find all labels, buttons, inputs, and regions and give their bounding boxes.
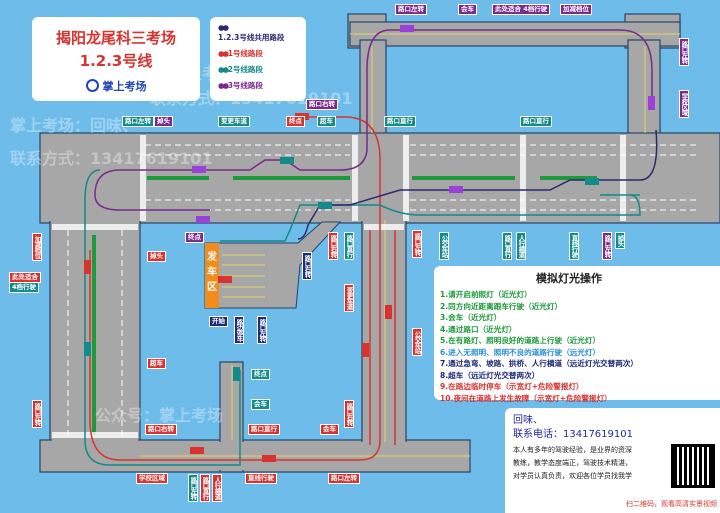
steering-wheel-icon bbox=[85, 79, 99, 92]
light-item: 6.进入无照明、照明不良的道路行驶（远光灯） bbox=[440, 347, 601, 357]
light-item: 8.超车（远近灯光交替两次） bbox=[440, 370, 540, 380]
map-label: 路口直行 bbox=[384, 116, 416, 127]
map-label: 路口右转 bbox=[306, 99, 338, 110]
map-label: 路口左转 bbox=[328, 473, 360, 484]
map-label: 路口直行 bbox=[520, 116, 552, 127]
map-label: 路边停车 bbox=[234, 316, 244, 344]
legend-item-line2: ●● 2号线路段 bbox=[218, 65, 263, 74]
brand: 掌上考场 bbox=[32, 78, 200, 94]
map-label: 变更车道 bbox=[218, 116, 250, 127]
qr-caption: 扫二维码，观看高清实景视频 bbox=[626, 500, 717, 508]
legend-item-line3: ●● 3号线路段 bbox=[218, 81, 263, 90]
map-label: 直线行驶 bbox=[245, 473, 277, 484]
map-label: 开始 bbox=[209, 316, 228, 327]
map-label: 会车 bbox=[458, 4, 477, 15]
map-label: 超车 bbox=[147, 358, 166, 369]
route-lines bbox=[84, 29, 658, 466]
watermark: 联系方式：13417619101 bbox=[10, 149, 213, 168]
map-label: 路口直行 bbox=[344, 232, 354, 260]
map-label: 公交车站 bbox=[412, 328, 422, 356]
light-item: 2.同方向近距离跟车行驶（近光灯） bbox=[440, 301, 563, 311]
legend-item-line1: ●● 1号线路段 bbox=[218, 49, 263, 58]
light-operation-panel: 模拟灯光操作 1.请开启前照灯（近光灯） 2.同方向近距离跟车行驶（近光灯） 3.会… bbox=[434, 266, 720, 403]
map-label: 超车 bbox=[317, 116, 336, 127]
contact-panel: 回味、 联系电话：13417619101 本人有多年的驾驶经验，是业界的资深教练… bbox=[505, 408, 720, 513]
map-label: 此处适合 4档行驶 bbox=[492, 4, 551, 15]
map-label: 路口右转 bbox=[302, 252, 312, 280]
map-label: 路口左转 bbox=[32, 400, 42, 428]
contact-name: 回味、 bbox=[513, 415, 543, 426]
light-item: 1.请开启前照灯（近光灯） bbox=[440, 290, 532, 299]
map-label: 公交车站 bbox=[439, 232, 449, 260]
route-subtitle: 1.2.3号线 bbox=[79, 52, 153, 70]
map-label: 加减档位 bbox=[560, 4, 592, 15]
map-label: 路口直行 bbox=[502, 232, 512, 260]
contact-phone: 联系电话：13417619101 bbox=[513, 429, 633, 440]
map-label: 会车 bbox=[320, 424, 339, 435]
start-area-strip bbox=[205, 243, 219, 308]
map-label: 加减档位 bbox=[32, 233, 42, 261]
legend-item-shared: ●●1.2.3号线共用路段 bbox=[218, 23, 285, 42]
page-title: 揭阳龙尾科三考场 bbox=[55, 29, 176, 47]
watermark: 掌上考场：回味、 bbox=[10, 116, 139, 135]
light-panel-title: 模拟灯光操作 bbox=[536, 272, 602, 285]
map-label: 掉头 bbox=[147, 251, 166, 262]
map-label: 人行横道 bbox=[212, 474, 222, 502]
map-label: 路口左转 bbox=[188, 474, 198, 502]
map-label: 学校区域 bbox=[679, 90, 689, 118]
light-item: 9.在路边临时停车（示宽灯+危险警报灯） bbox=[440, 382, 584, 391]
qr-code[interactable] bbox=[669, 442, 717, 490]
map-label: 终点 bbox=[286, 116, 305, 127]
map-label: 路口左转 bbox=[602, 232, 612, 260]
legend: ●●1.2.3号线共用路段 ●● 1号线路段 ●● 2号线路段 ●● 3号线路段 bbox=[210, 17, 306, 101]
map-label: 直线行驶 bbox=[569, 232, 579, 260]
map-label: 掉头 bbox=[615, 232, 625, 249]
light-item: 4.通过路口（近光灯） bbox=[440, 324, 517, 334]
map-label: 路口直行 bbox=[248, 424, 280, 435]
map-label: 会车 bbox=[251, 399, 270, 410]
crosswalks bbox=[52, 135, 626, 438]
map-label: 4档行驶 bbox=[9, 282, 40, 293]
map-label: 路口左转 bbox=[122, 116, 154, 127]
start-area-label: 发车区 bbox=[207, 252, 217, 293]
map-label: 路口左转 bbox=[395, 4, 427, 15]
light-item: 3.会车（近光灯） bbox=[440, 313, 502, 322]
light-item: 5.在有路灯、照明良好的道路上行驶（近光灯） bbox=[440, 336, 601, 345]
contact-description: 本人有多年的驾驶经验，是业界的资深教练，教学态度端正，驾驶技术精湛，对学员认真负… bbox=[513, 446, 632, 480]
map-label: 人行横道 bbox=[516, 232, 526, 260]
map-label: 路口左转 bbox=[412, 230, 422, 258]
map-label: 路口左转 bbox=[257, 316, 267, 344]
map-label: 学校区域 bbox=[136, 473, 168, 484]
map-label: 终点 bbox=[251, 369, 270, 380]
map-label: 掉头 bbox=[154, 116, 173, 127]
map-label: 路口右转 bbox=[145, 424, 177, 435]
map-label: 终点 bbox=[185, 232, 204, 243]
map-label: 路口右转 bbox=[344, 400, 354, 428]
light-items: 1.请开启前照灯（近光灯） 2.同方向近距离跟车行驶（近光灯） 3.会车（近光灯） 4… bbox=[440, 289, 720, 404]
map-label: 变更车道 bbox=[344, 284, 354, 312]
title-card: 揭阳龙尾科三考场 1.2.3号线 掌上考场 bbox=[32, 17, 200, 101]
watermark: 公众号：掌上考场 bbox=[95, 406, 224, 425]
map-label: 路口左转 bbox=[679, 38, 689, 66]
map-label: 路口直行 bbox=[200, 474, 210, 502]
light-item: 10.夜间在道路上发生故障（示宽灯+危险警报灯） bbox=[440, 393, 612, 403]
green-medians bbox=[92, 176, 597, 435]
light-item: 7.通过急弯、坡路、拱桥、人行横道（远近灯光交替两次） bbox=[440, 359, 639, 368]
map-label: 路口右转 bbox=[328, 232, 338, 260]
